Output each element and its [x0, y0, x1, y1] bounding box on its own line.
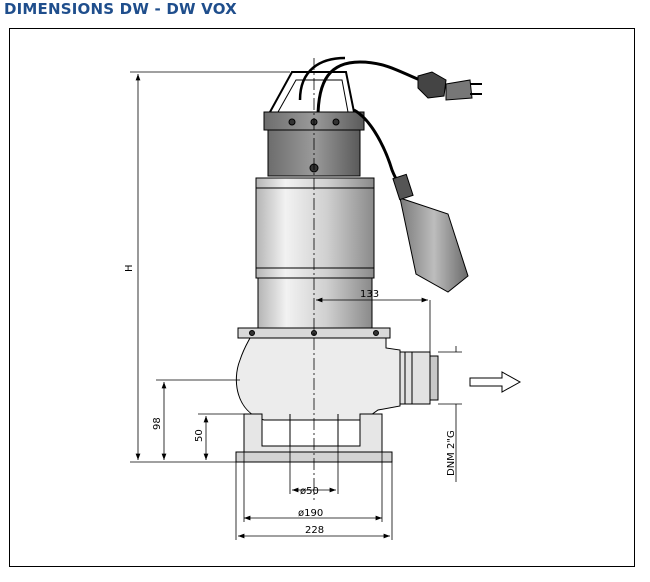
dim-label-50: 50	[194, 429, 205, 442]
pump-handle	[269, 71, 355, 113]
outlet-arrow-icon	[469, 371, 522, 393]
motor-housing	[255, 177, 375, 279]
dim-label-133: 133	[360, 289, 379, 300]
dim-label-228: 228	[305, 525, 324, 536]
float-switch	[399, 197, 469, 293]
power-cable	[316, 60, 421, 119]
dim-label-98: 98	[152, 417, 163, 430]
dim-label-phi50: ø50	[300, 486, 319, 497]
plug-icon	[417, 71, 482, 101]
page-title: DIMENSIONS DW - DW VOX	[4, 0, 237, 18]
pump-body	[235, 56, 482, 463]
drawing-frame	[9, 28, 635, 567]
dimension-lines	[130, 71, 462, 540]
volute-body	[235, 337, 401, 421]
dim-label-outlet: DNM 2"G	[446, 430, 457, 476]
dim-label-phi190: ø190	[298, 508, 323, 519]
dim-label-height: H	[124, 264, 135, 272]
